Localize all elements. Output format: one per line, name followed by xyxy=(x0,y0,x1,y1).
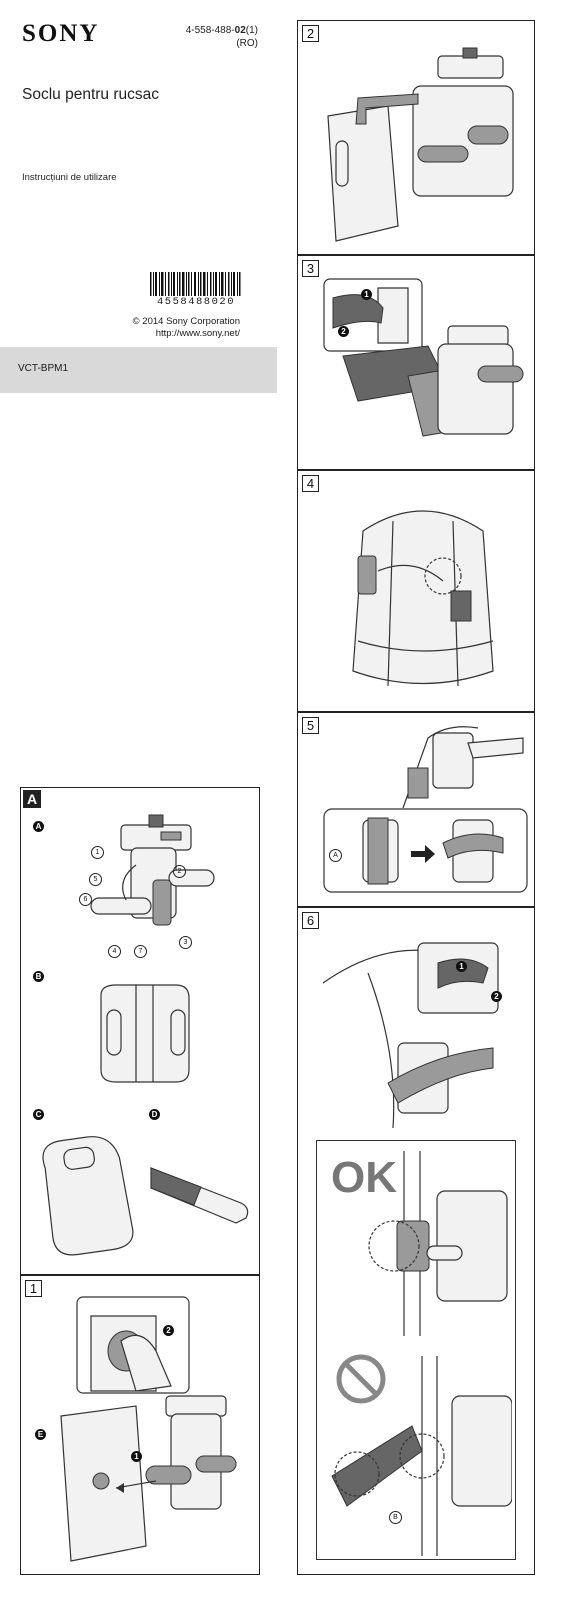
step-1-panel: 1 2 E 1 xyxy=(20,1275,260,1575)
step-3-panel: 3 1 2 xyxy=(297,255,535,470)
callout-3: 3 xyxy=(179,936,192,949)
part-number-bold: 02 xyxy=(234,25,246,36)
part-number: 4-558-488-02(1) (RO) xyxy=(180,24,258,50)
incorrect-installation-drawing xyxy=(331,1356,512,1556)
region-code: (RO) xyxy=(236,38,258,49)
inset-thumb-press-drawing xyxy=(76,1296,190,1394)
inset-strap-thread-drawing xyxy=(323,278,423,352)
step-1-number: 1 xyxy=(25,1280,42,1297)
camera-mount-drawing xyxy=(90,814,215,926)
barcode-icon xyxy=(150,272,241,296)
website: http://www.sony.net/ xyxy=(155,328,240,339)
step-3-strap-mount-drawing xyxy=(342,325,524,437)
clip-drawing xyxy=(42,1136,134,1256)
parts-panel-a: A A 1 2 3 4 5 6 7 B C D xyxy=(20,787,260,1275)
step-1-attach-drawing xyxy=(60,1395,237,1562)
strap-drawing xyxy=(150,1167,249,1224)
correct-installation-drawing xyxy=(368,1151,508,1336)
prohibited-icon xyxy=(336,1354,386,1404)
buckle-plate-drawing xyxy=(100,984,190,1083)
step-3-number: 3 xyxy=(302,260,319,277)
step-2-panel: 2 xyxy=(297,20,535,255)
callout-7: 7 xyxy=(134,945,147,958)
callout-a: A xyxy=(33,821,44,832)
step-6-strap-loop-drawing xyxy=(322,942,499,1129)
callout-5: 5 xyxy=(89,873,102,886)
step-4-panel: 4 xyxy=(297,470,535,712)
step-5-panel: 5 A xyxy=(297,712,535,907)
copyright: © 2014 Sony Corporation xyxy=(132,316,240,327)
callout-1: 1 xyxy=(91,846,104,859)
part-number-prefix: 4-558-488- xyxy=(185,25,235,36)
step-5-callout-a: A xyxy=(329,849,342,862)
step-6-panel: 6 1 2 OK B xyxy=(297,907,535,1575)
callout-b: B xyxy=(33,971,44,982)
model-bar xyxy=(0,347,277,393)
document-title: Soclu pentru rucsac xyxy=(22,86,159,103)
callout-4: 4 xyxy=(108,945,121,958)
step-1-callout-1: 1 xyxy=(131,1451,142,1462)
step-5-inset-drawing xyxy=(323,808,528,893)
callout-6: 6 xyxy=(79,893,92,906)
copyright-block: © 2014 Sony Corporation http://www.sony.… xyxy=(100,316,240,340)
ok-ng-comparison-box: OK B xyxy=(316,1140,516,1560)
step-4-backpack-drawing xyxy=(352,510,494,687)
step-1-callout-e: E xyxy=(35,1429,46,1440)
callout-d: D xyxy=(149,1109,160,1120)
step-3-callout-2: 2 xyxy=(338,326,349,337)
ok-label: OK xyxy=(331,1153,397,1202)
step-3-callout-1: 1 xyxy=(361,289,372,300)
step-2-slide-drawing xyxy=(327,47,514,242)
step-2-number: 2 xyxy=(302,25,319,42)
step-1-callout-2: 2 xyxy=(163,1325,174,1336)
section-label-a: A xyxy=(23,790,41,808)
step-5-number: 5 xyxy=(302,717,319,734)
model-number: VCT-BPM1 xyxy=(18,363,69,374)
step-6-callout-b: B xyxy=(389,1511,402,1524)
step-6-number: 6 xyxy=(302,912,319,929)
document-subtitle: Instrucțiuni de utilizare xyxy=(22,172,117,183)
step-4-number: 4 xyxy=(302,475,319,492)
step-6-callout-1: 1 xyxy=(456,961,467,972)
arrow-icon xyxy=(116,1483,124,1493)
step-5-mount-on-strap-drawing xyxy=(402,726,524,809)
callout-2: 2 xyxy=(173,865,186,878)
arrow-icon xyxy=(411,845,435,863)
callout-c: C xyxy=(33,1109,44,1120)
barcode-number: 4558488020 xyxy=(156,296,235,308)
step-6-callout-2: 2 xyxy=(491,991,502,1002)
sony-logo: SONY xyxy=(22,20,100,47)
part-number-suffix: (1) xyxy=(245,25,258,36)
